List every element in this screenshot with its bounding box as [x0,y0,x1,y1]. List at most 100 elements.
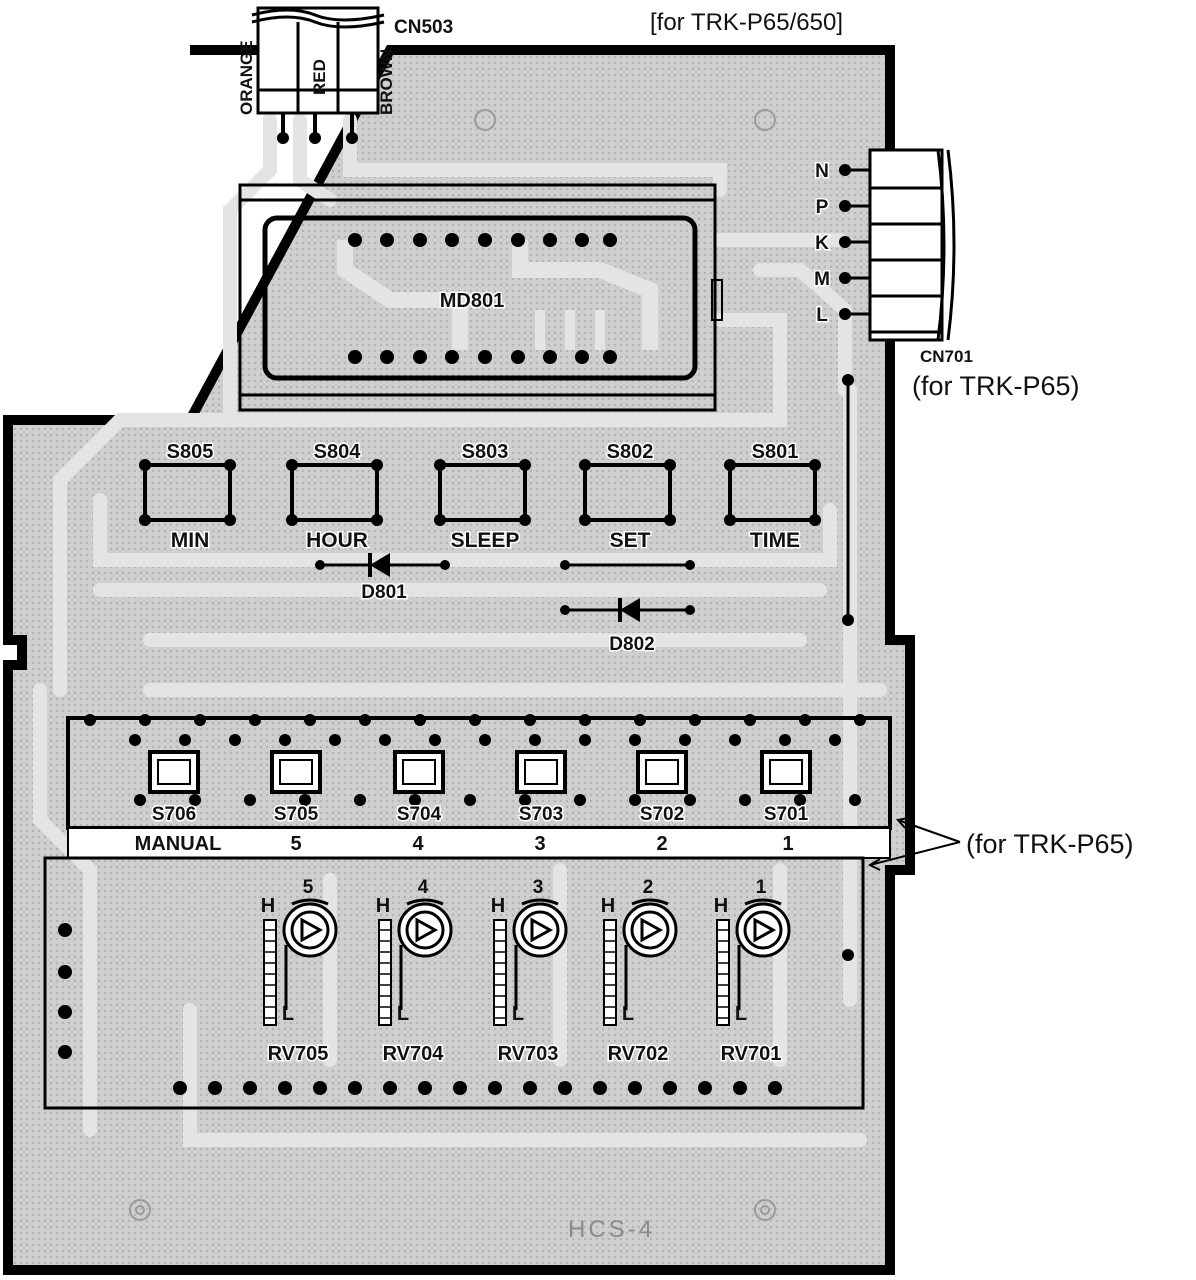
strip-pin [134,794,146,806]
preset-button-number-label: 5 [290,833,301,855]
bottom-pin [173,1081,187,1095]
preset-tuning-panel [43,856,865,1110]
preset-button-ref-label: S704 [397,804,442,825]
preset-button-s705[interactable]: S705 5 [270,750,322,855]
switch-function-label: MIN [171,529,210,552]
md801-label: MD801 [440,290,504,312]
preset-number-label: 3 [533,877,544,898]
strip-pin [519,794,531,806]
preset-button-s704[interactable]: S704 4 [393,750,445,855]
module-pin [478,233,492,247]
cn701-pin [839,200,851,212]
preset-ref-label: RV701 [721,1043,782,1065]
preset-number-label: 5 [303,877,314,898]
bottom-pin [208,1081,222,1095]
strip-pin [329,734,341,746]
cn701-pin-label: K [815,233,829,254]
cn701-pin [839,308,851,320]
scale-low-label: L [735,1003,747,1025]
preset-button-s703[interactable]: S703 3 [515,750,567,855]
strip-pin [629,794,641,806]
module-pin [603,233,617,247]
preset-button-number-label: 3 [534,833,545,855]
strip-pin [854,714,866,726]
preset-button-number-label: 1 [782,833,793,855]
preset-ref-label: RV703 [498,1043,559,1065]
preset-number-label: 1 [756,877,767,898]
bottom-pin [733,1081,747,1095]
strip-pin [299,794,311,806]
left-pin [58,1045,72,1059]
preset-ref-label: RV705 [268,1043,329,1065]
strip-pin [479,734,491,746]
bottom-pin [348,1081,362,1095]
preset-button-number-label: 2 [656,833,667,855]
strip-pin [729,734,741,746]
strip-pin [129,734,141,746]
wire-label-red: RED [310,59,329,95]
strip-pin [409,794,421,806]
bottom-pin [313,1081,327,1095]
scale-high-label: H [376,895,390,917]
cn701-note: (for TRK-P65) [912,371,1080,401]
module-pin [575,233,589,247]
strip-pin [249,714,261,726]
strip-pin [689,714,701,726]
jumper-wire [560,560,695,570]
bottom-pins [173,1081,782,1095]
preset-button-ref-label: S703 [519,804,563,825]
strip-pin [579,714,591,726]
bottom-pin [383,1081,397,1095]
strip-pin [829,734,841,746]
strip-pin [524,714,536,726]
module-pin [380,350,394,364]
strip-pin [744,714,756,726]
module-pin [348,350,362,364]
preset-button-number-label: 4 [412,833,424,855]
strip-pin [849,794,861,806]
scale-high-label: H [714,895,728,917]
module-pin [348,233,362,247]
scale-high-label: H [261,895,275,917]
bottom-pin [558,1081,572,1095]
left-pin [58,1005,72,1019]
copper-traces [33,113,887,1147]
preset-button-ref-label: S705 [274,804,319,825]
scale-high-label: H [601,895,615,917]
strip-pin [279,734,291,746]
preset-button-s701[interactable]: S701 1 [760,750,812,855]
module-pin [445,233,459,247]
module-pin [511,350,525,364]
d801-label: D801 [361,582,407,603]
preset-ref-label: RV702 [608,1043,669,1065]
switch-ref-label: S803 [462,441,509,463]
bottom-pin [453,1081,467,1095]
switch-function-label: TIME [750,529,800,552]
strip-pin [189,794,201,806]
scale-low-label: L [397,1003,409,1025]
strip-pin [579,734,591,746]
module-pin [380,233,394,247]
cn701-pin [839,272,851,284]
bottom-pin [768,1081,782,1095]
strip-pin [684,794,696,806]
strip-pin [739,794,751,806]
module-pin [413,350,427,364]
side-note-arrows [867,817,961,871]
preset-button-ref-label: S701 [764,804,809,825]
